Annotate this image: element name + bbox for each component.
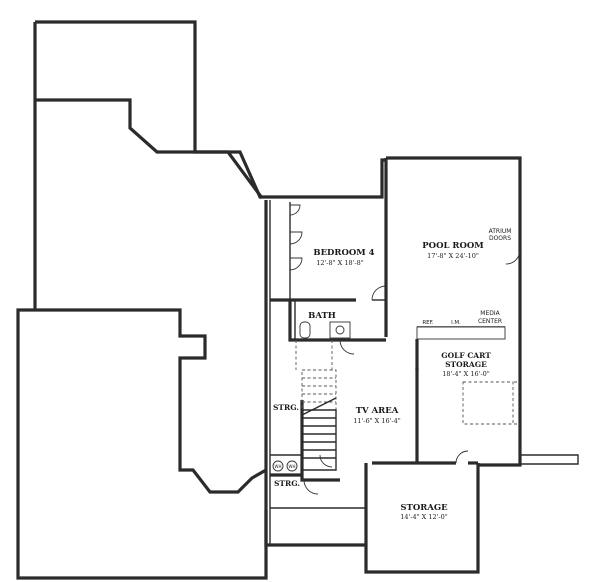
atrium-doors-label-2: DOORS: [489, 235, 511, 242]
basement-walls: [264, 156, 579, 574]
media-center-label-1: MEDIA: [480, 310, 500, 317]
bath-fixtures: [299, 321, 351, 339]
bath-label: BATH: [308, 311, 336, 321]
storage-dims: 14'-4" X 12'-0": [400, 513, 448, 521]
svg-text:WH: WH: [275, 464, 282, 469]
bar-counter: [416, 326, 506, 340]
media-center-label-2: CENTER: [478, 318, 502, 325]
pool-room-label: POOL ROOM: [422, 241, 484, 251]
strg-lower-label: STRG.: [274, 479, 300, 488]
pool-room-dims: 17'-8" X 24'-10": [427, 252, 479, 260]
bedroom4-dims: 12'-8" X 18'-8": [316, 259, 364, 267]
tv-area-label: TV AREA: [356, 406, 399, 416]
room-labels: BEDROOM 4 12'-8" X 18'-8" BATH POOL ROOM…: [273, 241, 491, 521]
im-label: I.M.: [451, 320, 461, 326]
water-heater: WH WH: [272, 460, 298, 472]
golf-cart-label-1: GOLF CART: [441, 351, 491, 360]
golf-cart-parking: [462, 381, 520, 425]
golf-cart-label-2: STORAGE: [445, 360, 487, 369]
ref-label: REF.: [422, 320, 434, 326]
toilet: [299, 321, 311, 339]
interior-walls: [270, 158, 506, 482]
strg-upper-label: STRG.: [273, 403, 299, 412]
svg-text:WH: WH: [289, 464, 296, 469]
annotations: ATRIUM DOORS MEDIA CENTER REF. I.M.: [422, 228, 511, 326]
tv-area-dims: 11'-6" X 16'-4": [353, 417, 401, 425]
golf-cart-dims: 18'-4" X 16'-0": [442, 370, 490, 378]
atrium-doors-label-1: ATRIUM: [489, 228, 512, 235]
sink: [335, 325, 345, 335]
exterior-outline: [16, 20, 386, 580]
storage-label: STORAGE: [400, 503, 448, 513]
bedroom4-label: BEDROOM 4: [313, 248, 374, 258]
stairs: [295, 340, 337, 471]
doors: [289, 204, 521, 495]
